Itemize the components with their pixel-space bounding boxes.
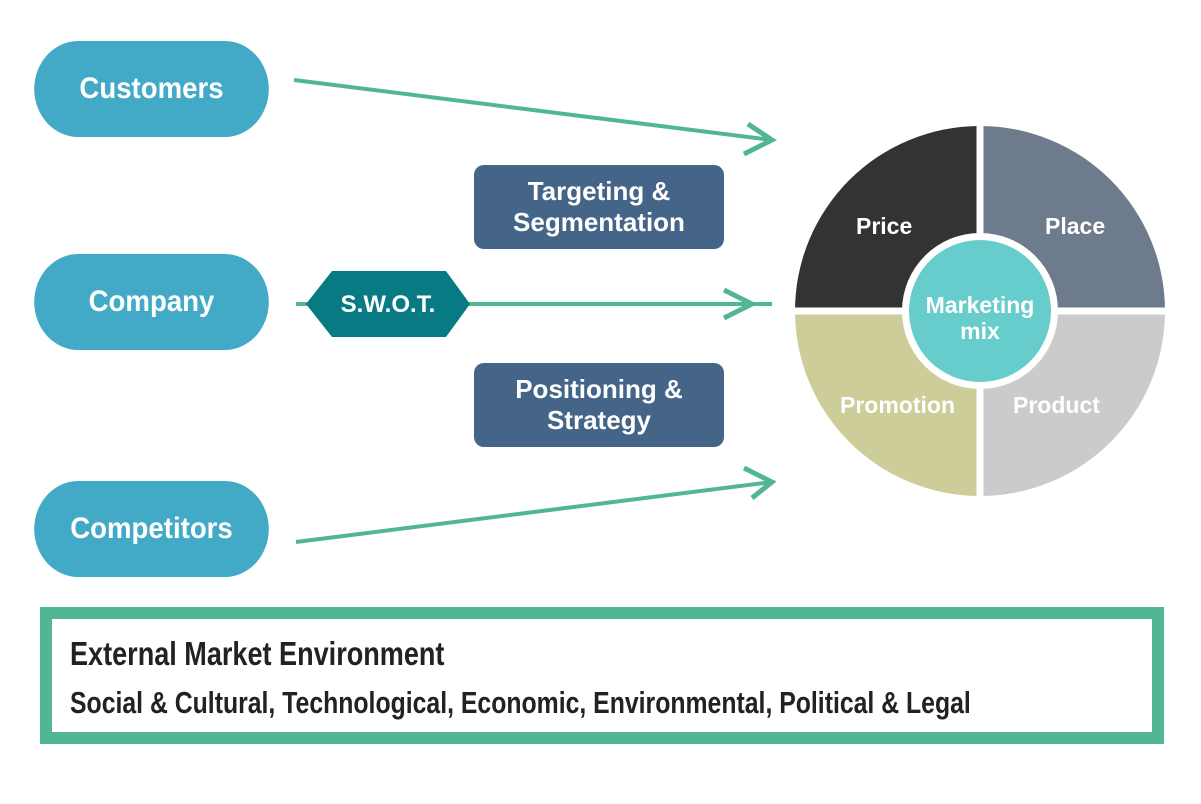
company-pill: Company (34, 254, 269, 350)
environment-title: External Market Environment (70, 635, 445, 672)
positioning-line2: Strategy (546, 405, 652, 435)
competitors-label: Competitors (70, 512, 233, 545)
targeting-line1: Targeting & (527, 176, 671, 206)
positioning-strategy-box: Positioning & Strategy (474, 363, 724, 447)
marketing-mix-wheel (790, 120, 1170, 500)
swot-hexagon (306, 271, 470, 337)
marketing-mix-center-label: Marketing mix (910, 292, 1050, 344)
positioning-line1: Positioning & (515, 374, 683, 404)
center-line2: mix (960, 318, 1000, 344)
marketing-mix-center (909, 240, 1051, 382)
external-environment-box: External Market Environment Social & Cul… (40, 607, 1164, 744)
promotion-label: Promotion (840, 392, 955, 418)
customers-label: Customers (79, 72, 224, 105)
place-label: Place (1045, 213, 1106, 239)
company-label: Company (88, 285, 215, 318)
competitors-pill: Competitors (34, 481, 269, 577)
product-label: Product (1013, 392, 1100, 418)
environment-factors: Social & Cultural, Technological, Econom… (70, 685, 971, 720)
center-line1: Marketing (925, 292, 1035, 318)
price-label: Price (856, 213, 913, 239)
targeting-line2: Segmentation (513, 207, 685, 237)
customers-arrow (293, 78, 777, 157)
targeting-segmentation-box: Targeting & Segmentation (474, 165, 724, 249)
competitors-arrow (295, 465, 777, 544)
swot-label: S.W.O.T. (340, 291, 436, 318)
customers-pill: Customers (34, 41, 269, 137)
